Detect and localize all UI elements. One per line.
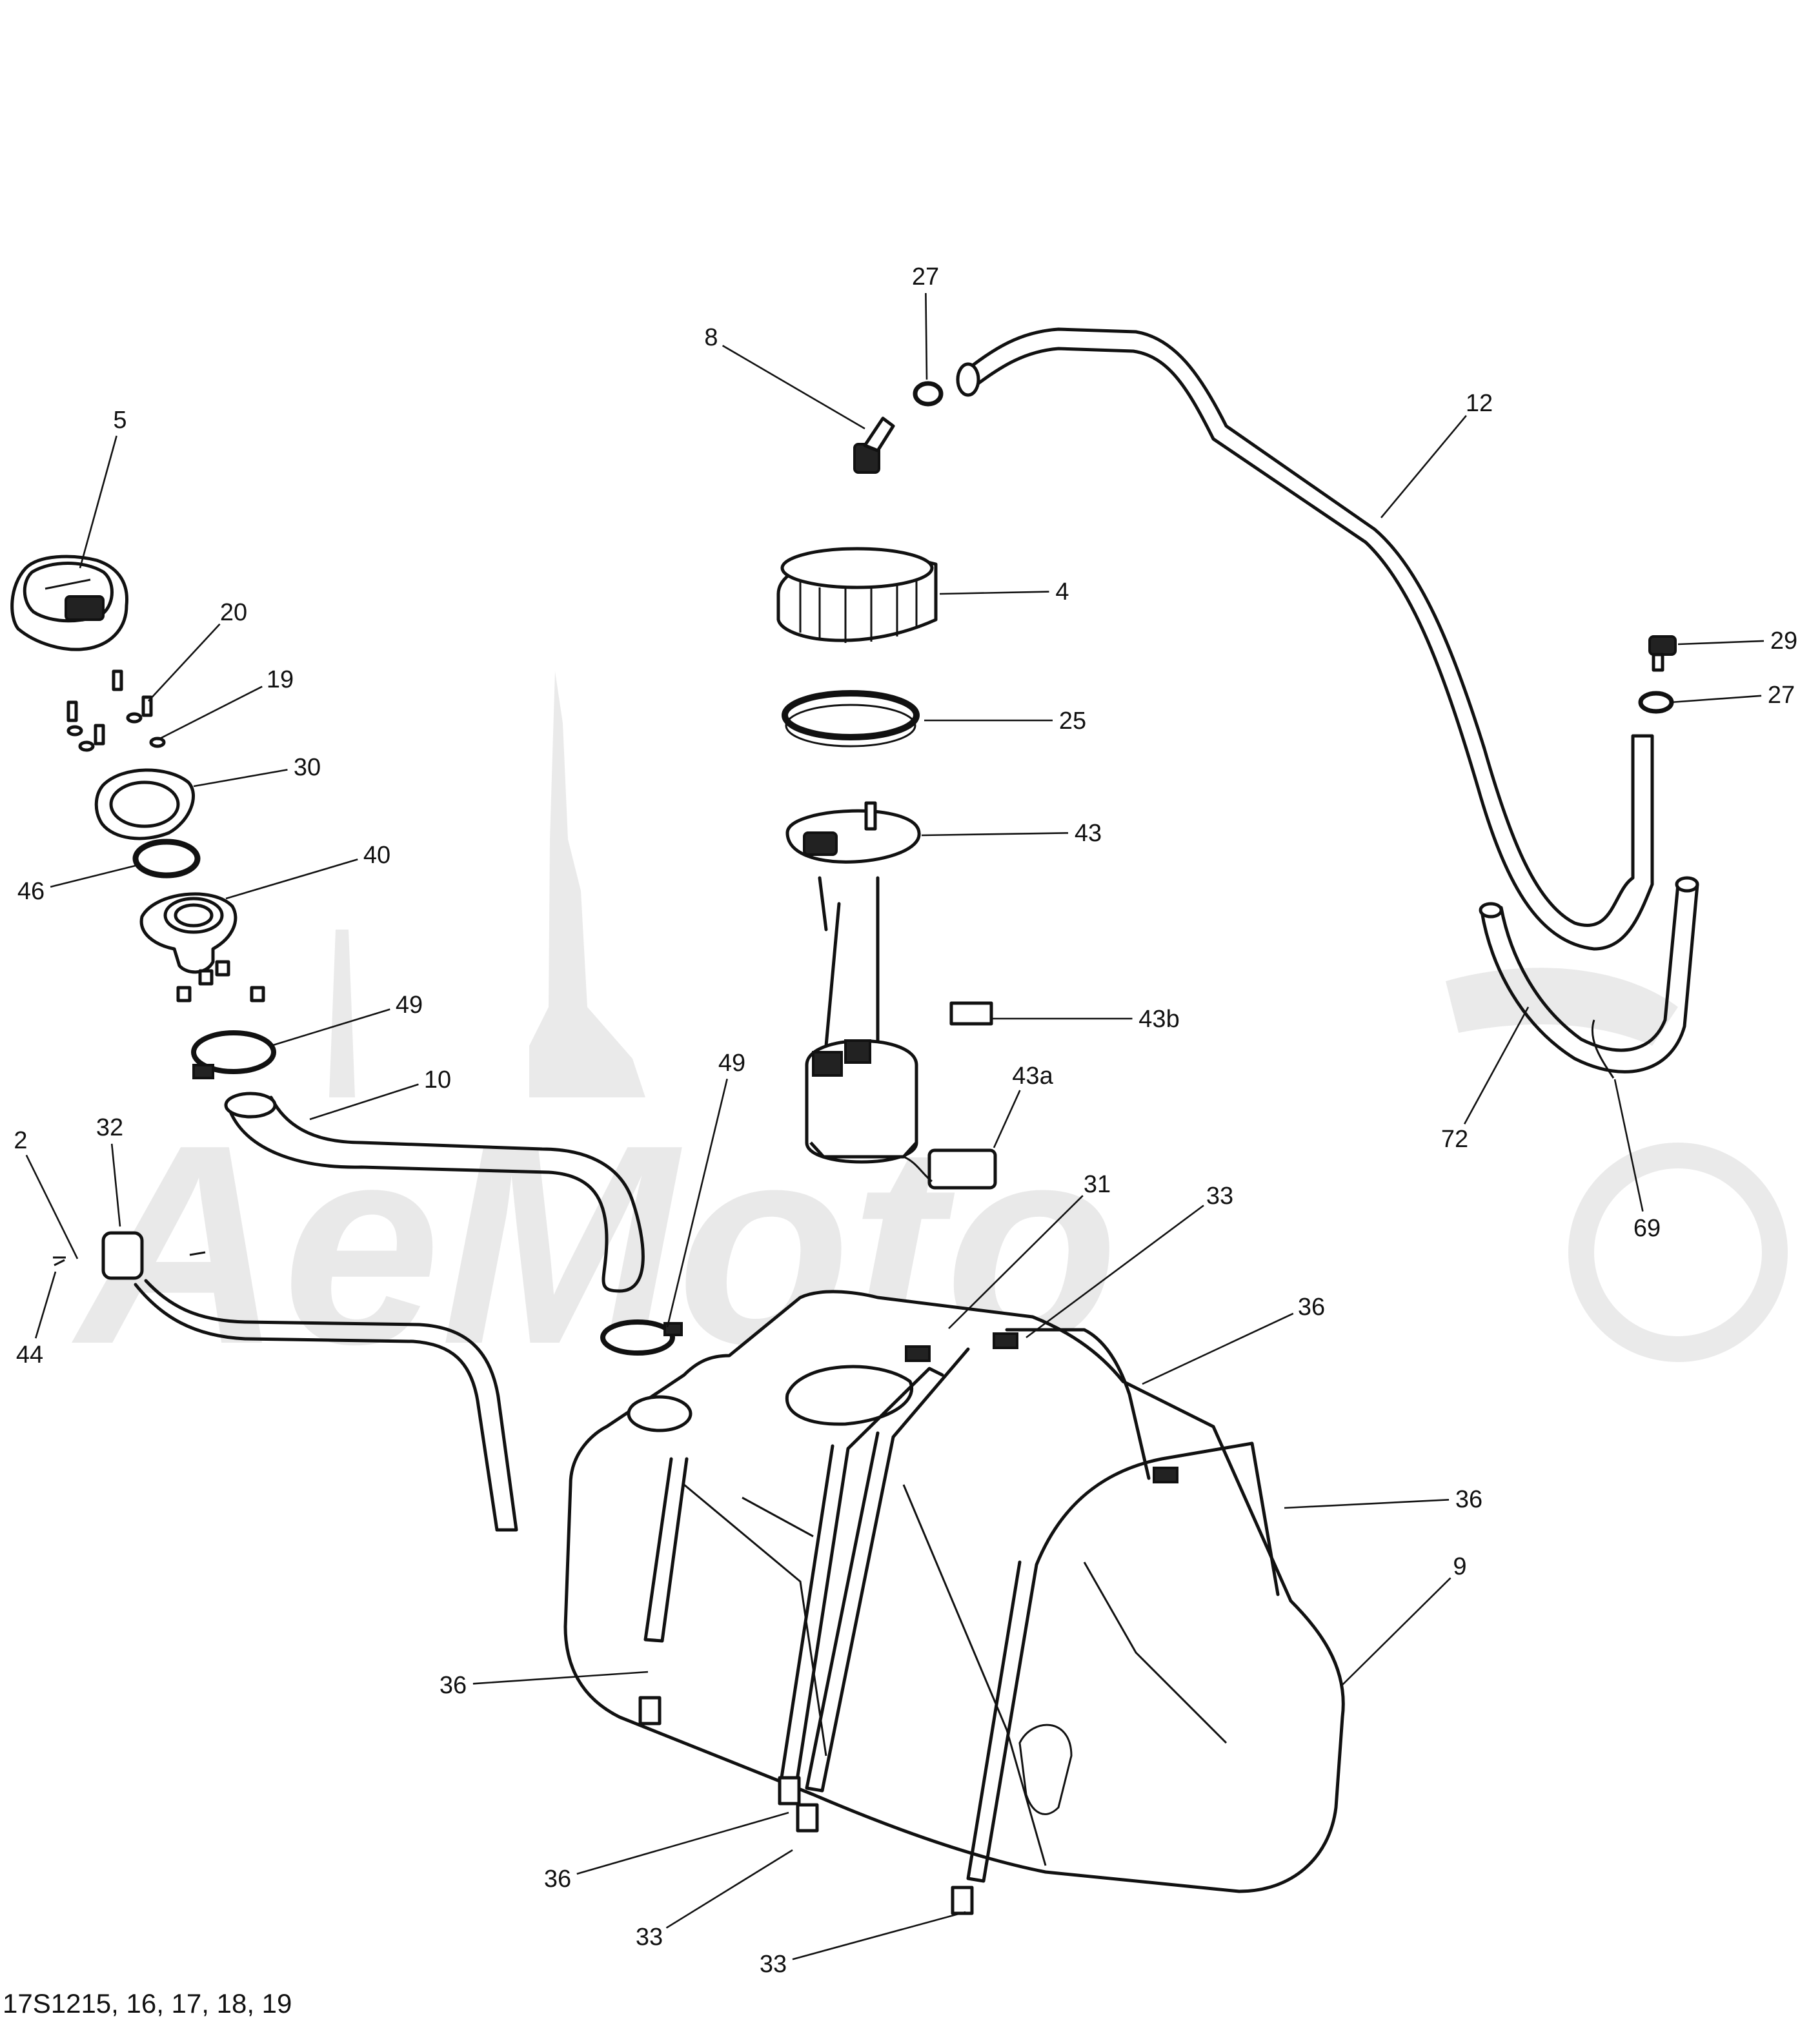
callout-label: 30 (294, 754, 321, 781)
callout-labels: 2 44 32 5 20 19 30 46 40 49 10 49 8 27 12 4 25 43 43b 43a 29… (14, 263, 1797, 1978)
leader-line (35, 1271, 57, 1339)
tank-seal-part (782, 690, 920, 748)
leader-line (148, 623, 221, 702)
fuel-pump-module-part (785, 801, 997, 1190)
callout-label: 31 (1084, 1171, 1111, 1198)
leader-line (225, 859, 358, 900)
callout-label: 43b (1138, 1006, 1179, 1033)
tank-straps-part (638, 1328, 1280, 1915)
vent-line-part (956, 327, 1654, 951)
leader-line (1342, 1577, 1451, 1685)
callout-label: 33 (636, 1924, 663, 1951)
callout-label: 5 (113, 407, 126, 434)
lock-ring-part (776, 547, 938, 643)
callout-label: 40 (363, 842, 390, 869)
leader-line (472, 1671, 649, 1685)
callout-label: 29 (1770, 627, 1797, 655)
gasket-part (94, 768, 196, 840)
callout-label: 46 (17, 878, 45, 905)
callout-label: 8 (704, 324, 718, 351)
filler-hose-part (224, 1092, 645, 1293)
callout-label: 19 (267, 666, 294, 693)
callout-label: 43a (1012, 1063, 1053, 1090)
leader-line (79, 435, 117, 569)
fuel-tank-part (563, 1290, 1345, 1893)
small-clamp-part-1 (913, 381, 944, 407)
filler-neck-part (139, 892, 265, 1002)
leader-line (1380, 414, 1467, 518)
callout-label: 36 (544, 1866, 571, 1893)
callout-label: 36 (440, 1672, 467, 1699)
leader-line (921, 832, 1069, 837)
callout-label: 20 (220, 599, 247, 626)
drain-hose-part (1479, 876, 1699, 1079)
leader-line (1026, 1205, 1204, 1339)
leader-line (157, 686, 263, 741)
watermark: AeMoto (68, 671, 1788, 1403)
hose-clamp-part-1 (191, 1030, 276, 1079)
callout-label: 43 (1075, 820, 1102, 847)
fuel-level-sender-part (949, 1001, 993, 1026)
leader-line (948, 1195, 1084, 1329)
leader-line (309, 1083, 419, 1121)
o-ring-part (132, 839, 201, 879)
callout-label: 10 (424, 1066, 451, 1094)
leader-line (25, 1154, 79, 1259)
leader-line (792, 1911, 966, 1960)
leader-lines (25, 292, 1764, 1960)
leader-line (270, 1008, 390, 1047)
callout-label: 33 (1206, 1183, 1233, 1210)
leader-line (50, 864, 139, 888)
callout-label: 72 (1441, 1126, 1468, 1153)
leader-line (925, 292, 928, 380)
leader-line (1613, 1079, 1644, 1212)
callout-label: 27 (1768, 682, 1795, 709)
leader-line (1463, 1006, 1530, 1124)
leader-line (1677, 640, 1764, 646)
leader-line (1670, 695, 1762, 704)
leader-line (110, 1143, 121, 1227)
fuel-cap-part (10, 555, 128, 651)
elbow-fitting-part (853, 416, 895, 474)
screws-washers-part (66, 669, 166, 752)
leader-line (722, 345, 865, 430)
callout-label: 36 (1455, 1486, 1482, 1513)
callout-label: 32 (96, 1114, 123, 1141)
leader-line (576, 1811, 789, 1875)
callout-label: 27 (912, 263, 939, 290)
callout-label: 4 (1055, 578, 1069, 605)
callout-label: 25 (1059, 707, 1086, 735)
leader-line (665, 1849, 793, 1929)
leader-line (1142, 1312, 1294, 1385)
leader-line (193, 769, 288, 788)
small-clamp-part-2 (1638, 691, 1674, 714)
leader-line (1284, 1498, 1450, 1509)
callout-label: 2 (14, 1127, 27, 1154)
callout-label: 69 (1633, 1215, 1661, 1242)
callout-label: 36 (1298, 1294, 1325, 1321)
callout-label: 44 (16, 1341, 43, 1369)
connector-fitting-part (1648, 635, 1677, 672)
leader-line (993, 1090, 1021, 1148)
callout-label: 9 (1453, 1553, 1466, 1580)
callout-label: 12 (1466, 390, 1493, 417)
callout-label: 49 (718, 1050, 745, 1077)
leader-line (666, 1078, 728, 1328)
callout-label: 49 (396, 992, 423, 1019)
callout-label: 33 (760, 1951, 787, 1978)
reference-code: 17S1215, 16, 17, 18, 19 (3, 1988, 292, 2019)
vent-hose-part (53, 1231, 518, 1532)
hose-clamp-part-2 (600, 1319, 683, 1356)
leader-line (939, 591, 1049, 595)
